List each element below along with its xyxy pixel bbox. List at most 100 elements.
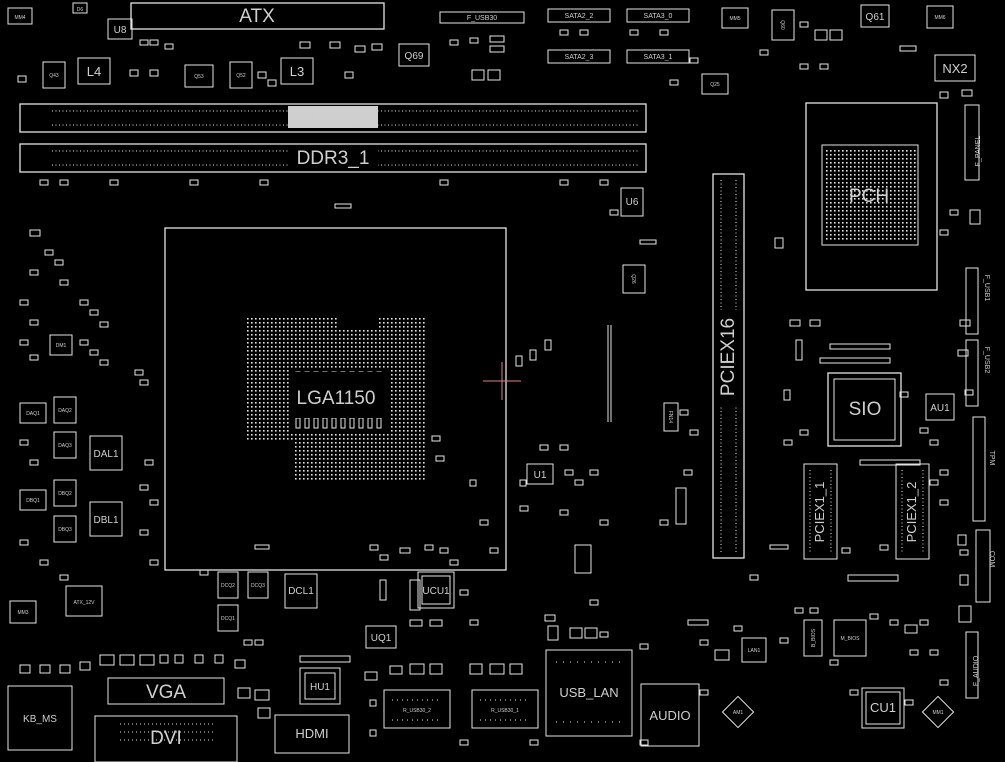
fn14-label: FN14 (667, 411, 673, 423)
audio-port: AUDIO (640, 683, 700, 747)
f-usb1-label: F_USB1 (983, 275, 990, 302)
l4-inductor: L4 (77, 57, 111, 85)
ddr3-1-slot: DDR3_1 (19, 143, 647, 173)
am1-label: AM1 (733, 710, 744, 716)
daq2-label: DAQ2 (58, 408, 72, 414)
q52-transistor: Q52 (229, 61, 253, 89)
hu1-chip: HU1 (299, 667, 341, 705)
tpm-header: TPM (972, 416, 995, 522)
com-header: COM (975, 529, 995, 603)
mm5-label: MM5 (729, 16, 740, 22)
f-panel-label: F_PANEL (975, 136, 982, 167)
u6-chip: U6 (620, 187, 644, 217)
pch-chip: PCH (805, 102, 938, 291)
u8-chip: U8 (107, 18, 133, 40)
pciex1-1-label: PCIEX1_1 (812, 482, 827, 543)
atx-connector: ATX (130, 2, 385, 30)
q26-transistor: Q26 (622, 264, 646, 294)
ucu1-label: UCU1 (422, 586, 450, 597)
u1-label: U1 (534, 470, 547, 481)
atx-label: ATX (239, 6, 275, 27)
pch-label: PCH (849, 186, 889, 207)
m-bios-chip: M_BIOS (833, 619, 867, 657)
q52-label: Q52 (236, 73, 246, 79)
kb-ms-port: KB_MS (7, 685, 73, 751)
usb-lan-port: USB_LAN (545, 649, 633, 737)
nx2-chip: NX2 (934, 54, 976, 82)
q53-label: Q53 (194, 74, 204, 80)
ucu1-chip: UCU1 (417, 571, 455, 609)
sio-label: SIO (849, 399, 882, 420)
q25-transistor: Q25 (701, 73, 729, 95)
sata2-2-label: SATA2_2 (565, 13, 594, 20)
u6-label: U6 (626, 197, 639, 208)
b-bios-label: B_BIOS (811, 628, 817, 647)
cpu-socket-label: LGA1150 (297, 388, 376, 409)
dcq2-transistor: DCQ2 (217, 571, 239, 599)
mm1-mark: MM1 (921, 695, 955, 729)
tpm-label: TPM (988, 451, 995, 466)
daq3-transistor: DAQ3 (53, 431, 77, 459)
fn14-mark: FN14 (663, 402, 679, 432)
mm3-mark: MM3 (9, 600, 37, 624)
mm5-mark: MM5 (721, 7, 749, 29)
dbq1-transistor: DBQ1 (19, 489, 47, 511)
q60-transistor: Q60 (771, 9, 795, 41)
d6-mark: D6 (72, 2, 88, 14)
vga-label: VGA (146, 682, 186, 703)
q53-transistor: Q53 (184, 64, 214, 88)
hu1-label: HU1 (310, 682, 330, 693)
dcq3-transistor: DCQ3 (247, 571, 269, 599)
audio-label: AUDIO (649, 708, 690, 723)
nx2-label: NX2 (942, 61, 967, 76)
hdmi-label: HDMI (295, 726, 328, 741)
ddr3-1-label: DDR3_1 (297, 148, 370, 169)
daq3-label: DAQ3 (58, 443, 72, 449)
f-usb1-header: F_USB1 (965, 267, 990, 335)
r-usb30-1-port: R_USB30_1 (471, 689, 539, 729)
q43-transistor: Q43 (42, 61, 66, 89)
u1-chip: U1 (526, 463, 554, 485)
dbl1-label: DBL1 (93, 515, 118, 526)
daq2-transistor: DAQ2 (53, 396, 77, 424)
q26-label: Q26 (630, 274, 636, 284)
sata2-3-connector: SATA2_3 (547, 49, 611, 64)
dbq1-label: DBQ1 (26, 498, 40, 504)
cu1-label: CU1 (870, 700, 896, 715)
dbq2-transistor: DBQ2 (53, 479, 77, 507)
dbq2-label: DBQ2 (58, 491, 72, 497)
dcq2-label: DCQ2 (221, 583, 235, 589)
f-audio-label: F_AUDIO (973, 655, 980, 686)
r-usb30-2-label: R_USB30_2 (403, 708, 431, 714)
q25-label: Q25 (710, 82, 720, 88)
ddr3-2-label: DDR3_2 (297, 108, 370, 129)
ddr3-2-slot: DDR3_2 (19, 103, 647, 133)
dcq1-transistor: DCQ1 (217, 604, 239, 632)
q60-label: Q60 (779, 20, 785, 30)
dbq3-transistor: DBQ3 (53, 515, 77, 543)
sio-chip: SIO (827, 372, 902, 447)
mm2-mark (958, 605, 972, 623)
sata3-1-label: SATA3_1 (644, 54, 673, 61)
dm1-chip: DM1 (49, 334, 73, 356)
f-audio-header: F_AUDIO (965, 631, 980, 699)
vga-port: VGA (107, 677, 225, 705)
l3-label: L3 (290, 64, 304, 79)
f-usb2-header: F_USB2 (965, 339, 990, 407)
l4-label: L4 (87, 64, 101, 79)
lan1-label: LAN1 (748, 648, 761, 654)
passive-components (17, 21, 981, 746)
r-usb30-2-port: R_USB30_2 (383, 689, 451, 729)
usb-lan-label: USB_LAN (559, 685, 618, 700)
u8-label: U8 (114, 25, 127, 36)
q69-transistor: Q69 (398, 43, 430, 67)
sata3-0-connector: SATA3_0 (626, 8, 690, 23)
l3-inductor: L3 (280, 57, 314, 85)
q61-transistor: Q61 (860, 4, 890, 28)
pciex1-1-slot: PCIEX1_1 (803, 463, 838, 560)
f-usb2-label: F_USB2 (983, 347, 990, 374)
sata2-3-label: SATA2_3 (565, 54, 594, 61)
f-panel-header: F_PANEL (964, 104, 982, 181)
q69-label: Q69 (405, 51, 424, 62)
atx-12v-label: ATX_12V (73, 600, 95, 606)
